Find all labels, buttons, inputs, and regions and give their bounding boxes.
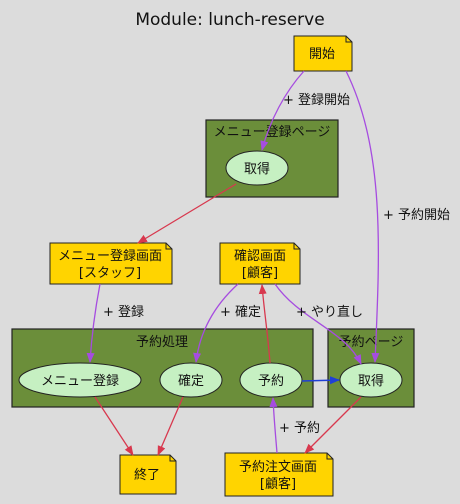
edge-yoyaku-to-yoyaku-get (301, 376, 340, 385)
note-order-screen: 予約注文画面 [顧客] (224, 452, 334, 497)
note-end-line-1: 終了 (134, 467, 160, 483)
edge-kakutei-to-end (157, 396, 184, 456)
node-yoyaku-get-label: 取得 (358, 373, 384, 389)
note-menu-reg-screen: メニュー登録画面 [スタッフ] (49, 242, 173, 285)
edge-confirm-screen-to-yoyaku-get (274, 283, 362, 365)
package-yoyaku-page-label: 予約ページ (339, 335, 404, 350)
edge-start-to-menu-get (260, 70, 305, 151)
node-menu-register: メニュー登録 (18, 362, 142, 398)
edge-start-to-yoyaku-get (345, 70, 380, 363)
edge-order-screen-to-yoyaku (269, 397, 278, 454)
node-yoyaku: 予約 (239, 362, 303, 398)
edge-menu-reg-screen-to-menu-register (86, 283, 101, 363)
edge-label-to-menu-page: + 登録開始 (283, 93, 350, 108)
note-order-screen-line-2: [顧客] (260, 476, 296, 492)
edge-label-confirm: + 確定 (220, 304, 261, 320)
node-kakutei-label: 確定 (178, 373, 204, 389)
edge-label-redo: + やり直し (296, 305, 363, 320)
node-menu-get-label: 取得 (244, 161, 270, 177)
node-menu-register-label: メニュー登録 (41, 374, 119, 389)
note-menu-reg-screen-line-2: [スタッフ] (79, 266, 141, 281)
note-start: 開始 (293, 35, 353, 72)
edge-yoyaku-get-to-order-screen (304, 396, 362, 454)
diagram-title: Module: lunch-reserve (135, 10, 324, 30)
package-menu-page: メニュー登録ページ (205, 119, 339, 198)
node-yoyaku-get: 取得 (339, 362, 403, 398)
node-kakutei: 確定 (159, 362, 223, 398)
note-confirm-screen-line-2: [顧客] (242, 265, 278, 281)
edge-confirm-screen-to-kakutei (193, 283, 239, 363)
note-confirm-screen: 確認画面 [顧客] (219, 242, 301, 285)
node-menu-get: 取得 (225, 150, 289, 186)
note-start-line-1: 開始 (309, 47, 335, 62)
edge-menu-get-to-menu-reg-screen (137, 183, 237, 244)
package-yoyaku-shori-label: 予約処理 (136, 335, 188, 350)
edge-yoyaku-to-confirm-screen (258, 284, 271, 364)
note-end: 終了 (119, 454, 177, 495)
node-yoyaku-label: 予約 (258, 374, 284, 389)
note-order-screen-line-1: 予約注文画面 (239, 460, 317, 475)
edge-label-to-yoyaku-page: + 予約開始 (383, 208, 450, 223)
edge-menu-register-to-end (94, 396, 134, 456)
edge-label-reserve: + 予約 (279, 421, 320, 436)
note-menu-reg-screen-line-1: メニュー登録画面 (58, 249, 162, 264)
edge-label-register: + 登録 (103, 305, 144, 320)
note-confirm-screen-line-1: 確認画面 (234, 248, 286, 264)
package-menu-page-label: メニュー登録ページ (214, 125, 331, 140)
